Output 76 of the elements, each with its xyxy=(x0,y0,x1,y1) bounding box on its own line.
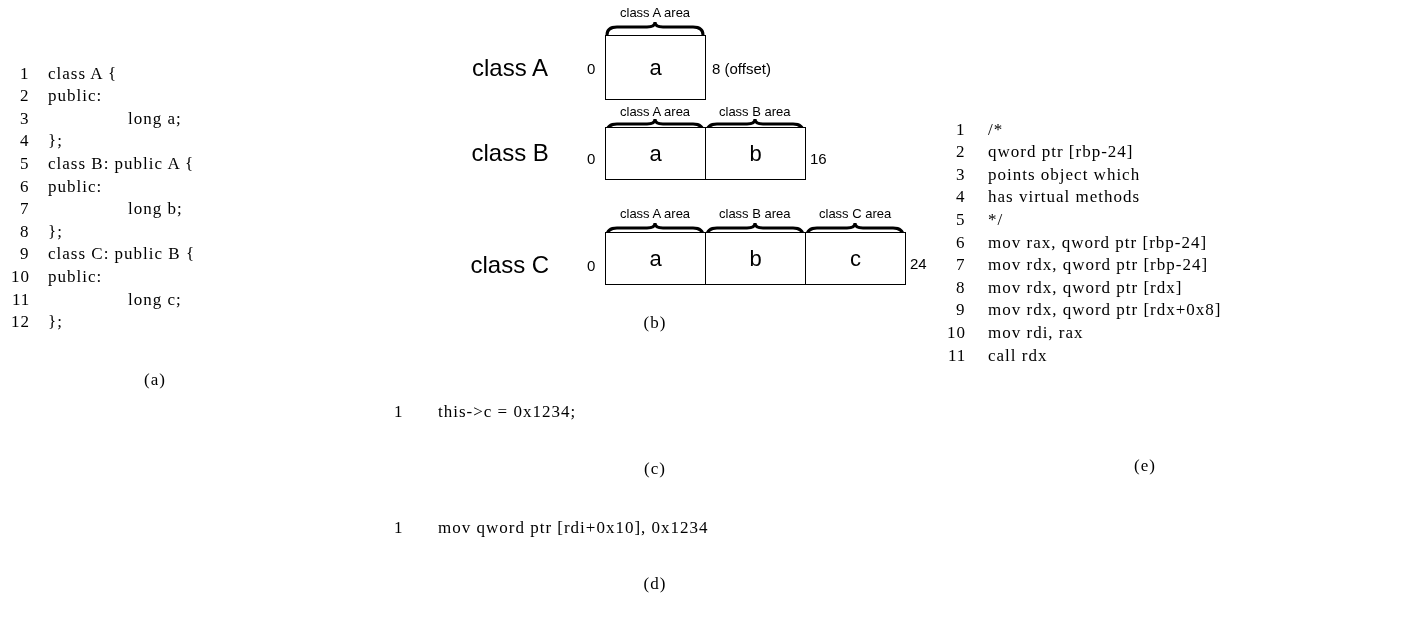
code-line: mov rdx, qword ptr [rbp-24] xyxy=(988,256,1209,274)
code-line: long a; xyxy=(128,109,182,127)
code-line: }; xyxy=(48,313,63,331)
code-line: /* xyxy=(988,120,1004,138)
line-number: 1 xyxy=(20,64,30,82)
figure-caption: (a) xyxy=(144,370,166,388)
figure-caption: (e) xyxy=(1134,456,1156,474)
code-line: mov qword ptr [rdi+0x10], 0x1234 xyxy=(438,518,709,536)
line-number: 1 xyxy=(394,518,404,536)
code-line: }; xyxy=(48,132,63,150)
memory-cell: c xyxy=(805,232,906,285)
line-number: 5 xyxy=(956,210,966,228)
code-line: long c; xyxy=(128,290,182,308)
area-label: class B area xyxy=(719,206,791,220)
area-label: class C area xyxy=(819,206,892,220)
code-line: mov rax, qword ptr [rbp-24] xyxy=(988,233,1208,251)
line-number: 7 xyxy=(20,200,30,218)
line-number: 12 xyxy=(11,313,30,331)
memory-cell: a xyxy=(605,232,706,285)
code-line: class B: public A { xyxy=(48,154,195,172)
memory-cell: a xyxy=(605,127,706,180)
code-line: this->c = 0x1234; xyxy=(438,402,577,420)
offset-label: 24 xyxy=(910,255,927,271)
line-number: 1 xyxy=(956,120,966,138)
offset-label: 0 xyxy=(587,257,596,273)
line-number: 9 xyxy=(956,301,966,319)
code-line: public: xyxy=(48,177,103,195)
code-line: mov rdi, rax xyxy=(988,323,1084,341)
offset-label: 16 xyxy=(810,150,827,166)
class-name: class B xyxy=(471,141,549,165)
code-line: points object which xyxy=(988,165,1141,183)
line-number: 2 xyxy=(20,87,30,105)
area-label: class A area xyxy=(620,5,691,19)
line-number: 7 xyxy=(956,256,966,274)
line-number: 10 xyxy=(947,323,966,341)
memory-cell: b xyxy=(705,127,806,180)
area-label: class A area xyxy=(620,104,691,118)
line-number: 6 xyxy=(20,177,30,195)
figure-caption: (b) xyxy=(643,313,667,331)
line-number: 4 xyxy=(956,188,966,206)
area-label: class B area xyxy=(719,104,791,118)
code-line: class C: public B { xyxy=(48,245,196,263)
code-line: qword ptr [rbp-24] xyxy=(988,143,1134,161)
offset-label: 0 xyxy=(587,150,596,166)
class-name: class C xyxy=(470,253,550,277)
memory-cell: b xyxy=(705,232,806,285)
line-number: 8 xyxy=(20,222,30,240)
code-line: call rdx xyxy=(988,346,1048,364)
code-line: public: xyxy=(48,267,103,285)
line-number: 5 xyxy=(20,154,30,172)
figure-caption: (c) xyxy=(644,459,666,477)
code-line: class A { xyxy=(48,64,118,82)
line-number: 3 xyxy=(20,109,30,127)
line-number: 6 xyxy=(956,233,966,251)
line-number: 9 xyxy=(20,245,30,263)
memory-cell: a xyxy=(605,35,706,100)
code-line: */ xyxy=(988,210,1004,228)
line-number: 4 xyxy=(20,132,30,150)
figure-caption: (d) xyxy=(643,574,667,592)
area-label: class A area xyxy=(620,206,691,220)
line-number: 3 xyxy=(956,165,966,183)
line-number: 10 xyxy=(11,267,30,285)
class-name: class A xyxy=(472,56,549,80)
code-line: long b; xyxy=(128,200,183,218)
line-number: 2 xyxy=(956,143,966,161)
code-line: has virtual methods xyxy=(988,188,1141,206)
line-number: 11 xyxy=(12,290,31,308)
line-number: 1 xyxy=(394,402,404,420)
code-line: }; xyxy=(48,222,63,240)
code-line: public: xyxy=(48,87,103,105)
offset-label: 0 xyxy=(587,60,596,76)
line-number: 8 xyxy=(956,278,966,296)
line-number: 11 xyxy=(948,346,967,364)
code-line: mov rdx, qword ptr [rdx+0x8] xyxy=(988,301,1222,319)
code-line: mov rdx, qword ptr [rdx] xyxy=(988,278,1183,296)
offset-label: 8 (offset) xyxy=(712,60,771,76)
